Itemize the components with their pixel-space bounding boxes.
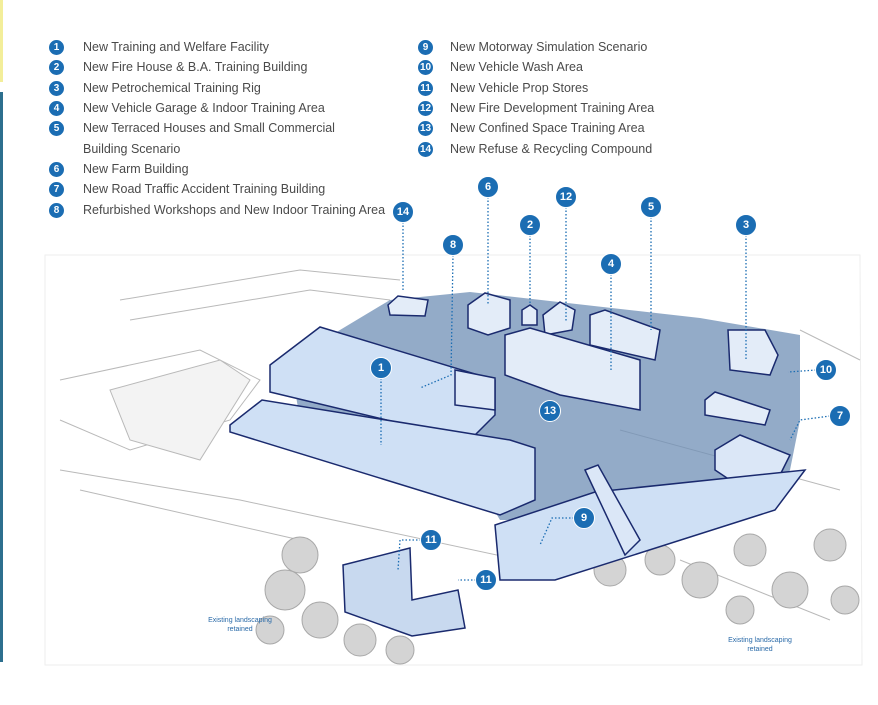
marker-4[interactable]: 4 <box>600 253 622 275</box>
legend-badge: 11 <box>418 80 433 96</box>
legend-label: New Confined Space Training Area <box>450 121 645 135</box>
legend-badge: 2 <box>49 59 64 75</box>
legend-label: New Terraced Houses and Small Commercial <box>83 121 335 135</box>
legend-badge: 14 <box>418 141 433 157</box>
legend-item: 9 <box>418 38 433 56</box>
legend-item: 1 <box>49 38 64 56</box>
building-14 <box>387 295 429 317</box>
landscaping-note-left: Existing landscaping retained <box>208 617 272 633</box>
legend-item: 2 <box>49 58 64 76</box>
legend-badge: 9 <box>418 39 433 55</box>
marker-9[interactable]: 9 <box>573 507 595 529</box>
building-4 <box>504 327 641 411</box>
legend-label: New Road Traffic Accident Training Build… <box>83 182 326 196</box>
building-5 <box>589 309 661 361</box>
marker-7[interactable]: 7 <box>829 405 851 427</box>
legend-badge: 10 <box>418 59 433 75</box>
landscaping-note-right: Existing landscaping retained <box>728 637 792 653</box>
marker-5[interactable]: 5 <box>640 196 662 218</box>
building-6 <box>467 292 511 336</box>
marker-11-east[interactable]: 11 <box>475 569 497 591</box>
legend-badge: 3 <box>49 80 64 96</box>
building-2 <box>521 304 538 326</box>
legend-label: New Vehicle Prop Stores <box>450 81 589 95</box>
legend-item: 5 <box>49 119 64 137</box>
building-10 <box>704 391 771 426</box>
legend-item: 11 <box>418 79 433 97</box>
building-1-upper <box>269 326 496 441</box>
marker-12[interactable]: 12 <box>555 186 577 208</box>
legend-label: New Motorway Simulation Scenario <box>450 40 648 54</box>
building-1-lower <box>229 399 536 516</box>
legend-item: 4 <box>49 99 64 117</box>
legend-badge: 5 <box>49 120 64 136</box>
marker-14[interactable]: 14 <box>392 201 414 223</box>
road-9-branch <box>583 464 641 557</box>
legend-label: New Petrochemical Training Rig <box>83 81 261 95</box>
legend-label: New Vehicle Wash Area <box>450 60 583 74</box>
legend-badge: 12 <box>418 100 433 116</box>
legend-item: 14 <box>418 140 433 158</box>
legend-item: 3 <box>49 79 64 97</box>
legend-badge: 4 <box>49 100 64 116</box>
legend-label: New Training and Welfare Facility <box>83 40 269 54</box>
marker-8[interactable]: 8 <box>442 234 464 256</box>
legend-label: Refurbished Workshops and New Indoor Tra… <box>83 203 386 217</box>
marker-3[interactable]: 3 <box>735 214 757 236</box>
legend-badge: 6 <box>49 161 64 177</box>
legend-label: New Refuse & Recycling Compound <box>450 142 653 156</box>
legend-label: New Farm Building <box>83 162 189 176</box>
marker-6[interactable]: 6 <box>477 176 499 198</box>
building-8-annex <box>454 369 496 411</box>
legend-item: 10 <box>418 58 433 76</box>
marker-10[interactable]: 10 <box>815 359 837 381</box>
buildings <box>229 292 807 637</box>
legend-label: New Fire Development Training Area <box>450 101 655 115</box>
edge-accent-teal <box>0 92 3 662</box>
legend-badge: 13 <box>418 120 433 136</box>
building-11-west <box>342 547 466 637</box>
leader-lines <box>380 197 831 581</box>
legend-badge: 1 <box>49 39 64 55</box>
legend-badge: 7 <box>49 181 64 197</box>
legend-item: 8 <box>49 201 64 219</box>
legend-item: 7 <box>49 180 64 198</box>
marker-13[interactable]: 13 <box>539 400 561 422</box>
building-3 <box>727 329 779 376</box>
legend-label: New Fire House & B.A. Training Building <box>83 60 308 74</box>
legend-item: 12 <box>418 99 433 117</box>
legend-badge: 8 <box>49 202 64 218</box>
legend-item: 6 <box>49 160 64 178</box>
edge-accent-yellow <box>0 0 3 82</box>
marker-1[interactable]: 1 <box>370 357 392 379</box>
legend-label-continued: Building Scenario <box>83 142 181 156</box>
legend-item: 13 <box>418 119 433 137</box>
marker-2[interactable]: 2 <box>519 214 541 236</box>
marker-11-west[interactable]: 11 <box>420 529 442 551</box>
legend-label: New Vehicle Garage & Indoor Training Are… <box>83 101 325 115</box>
